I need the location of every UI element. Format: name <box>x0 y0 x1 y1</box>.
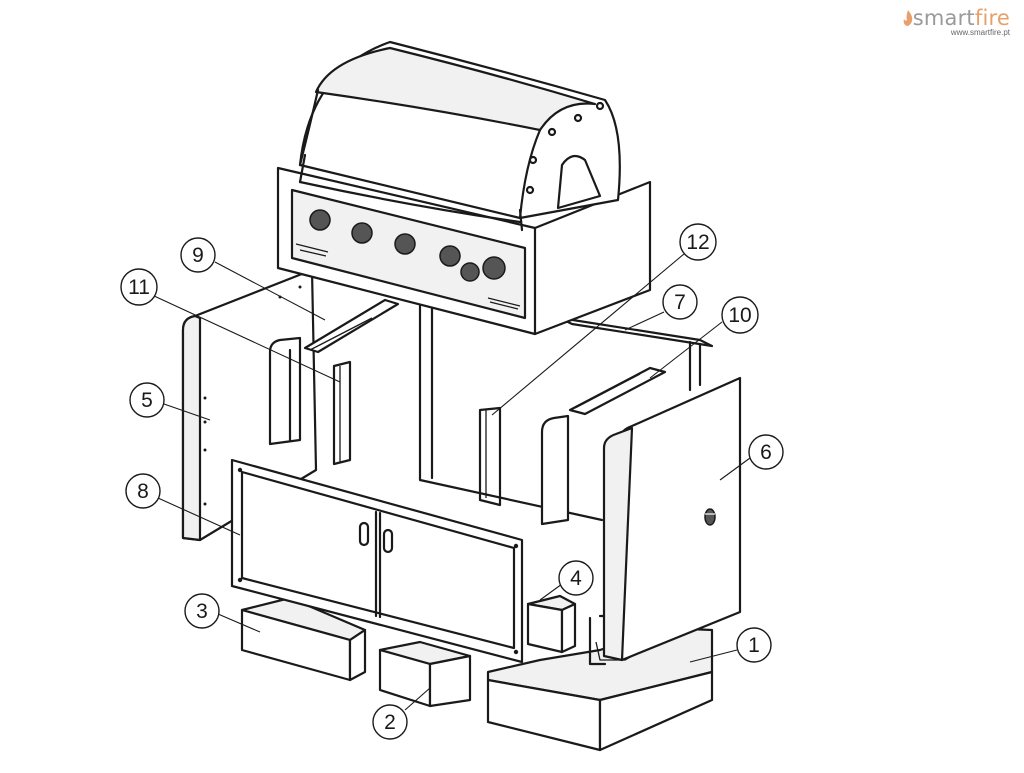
flame-icon <box>903 10 912 26</box>
part-11-left-post <box>332 360 352 466</box>
part-3-base-left-block <box>240 596 367 682</box>
callout-8-label: 8 <box>137 480 149 503</box>
callout-3: 3 <box>184 593 220 629</box>
part-12-rear-frame <box>418 303 604 522</box>
callout-1: 1 <box>736 627 772 663</box>
part-5-left-side-panel <box>181 268 318 542</box>
callout-9-label: 9 <box>192 244 204 267</box>
callout-7: 7 <box>662 284 698 320</box>
part-8-double-door <box>230 458 524 664</box>
callout-1-label: 1 <box>748 634 760 657</box>
callout-4: 4 <box>558 560 594 596</box>
callout-6: 6 <box>748 434 784 470</box>
callout-12-label: 12 <box>686 231 709 254</box>
logo-wordmark: smartfire <box>903 6 1010 30</box>
callout-6-label: 6 <box>760 441 772 464</box>
part-10-right-bracket <box>540 366 667 526</box>
callout-10: 10 <box>721 296 759 334</box>
part-4-base-small-block <box>526 594 577 654</box>
callout-2: 2 <box>372 704 408 740</box>
logo-text-fire: fire <box>974 6 1010 30</box>
callout-4-label: 4 <box>570 567 582 590</box>
callout-5: 5 <box>129 382 165 418</box>
callout-11: 11 <box>120 268 158 306</box>
callout-2-label: 2 <box>384 711 396 734</box>
callout-11-label: 11 <box>128 276 150 299</box>
brand-logo: smartfire www.smartfire.pt <box>903 6 1010 37</box>
part-6-right-side-panel <box>588 376 742 666</box>
callout-7-label: 7 <box>674 291 686 314</box>
logo-text-smart: smart <box>912 6 975 30</box>
callout-9: 9 <box>180 237 216 273</box>
callout-8: 8 <box>125 473 161 509</box>
callout-leaders <box>151 253 751 711</box>
callout-12: 12 <box>679 223 717 261</box>
part-2-base-front-block <box>378 640 472 708</box>
logo-url: www.smartfire.pt <box>950 28 1010 37</box>
callout-10-label: 10 <box>728 304 751 327</box>
callout-3-label: 3 <box>196 600 208 623</box>
grill-head <box>276 40 652 336</box>
callout-5-label: 5 <box>141 389 153 412</box>
part-9-left-bracket <box>268 298 400 446</box>
